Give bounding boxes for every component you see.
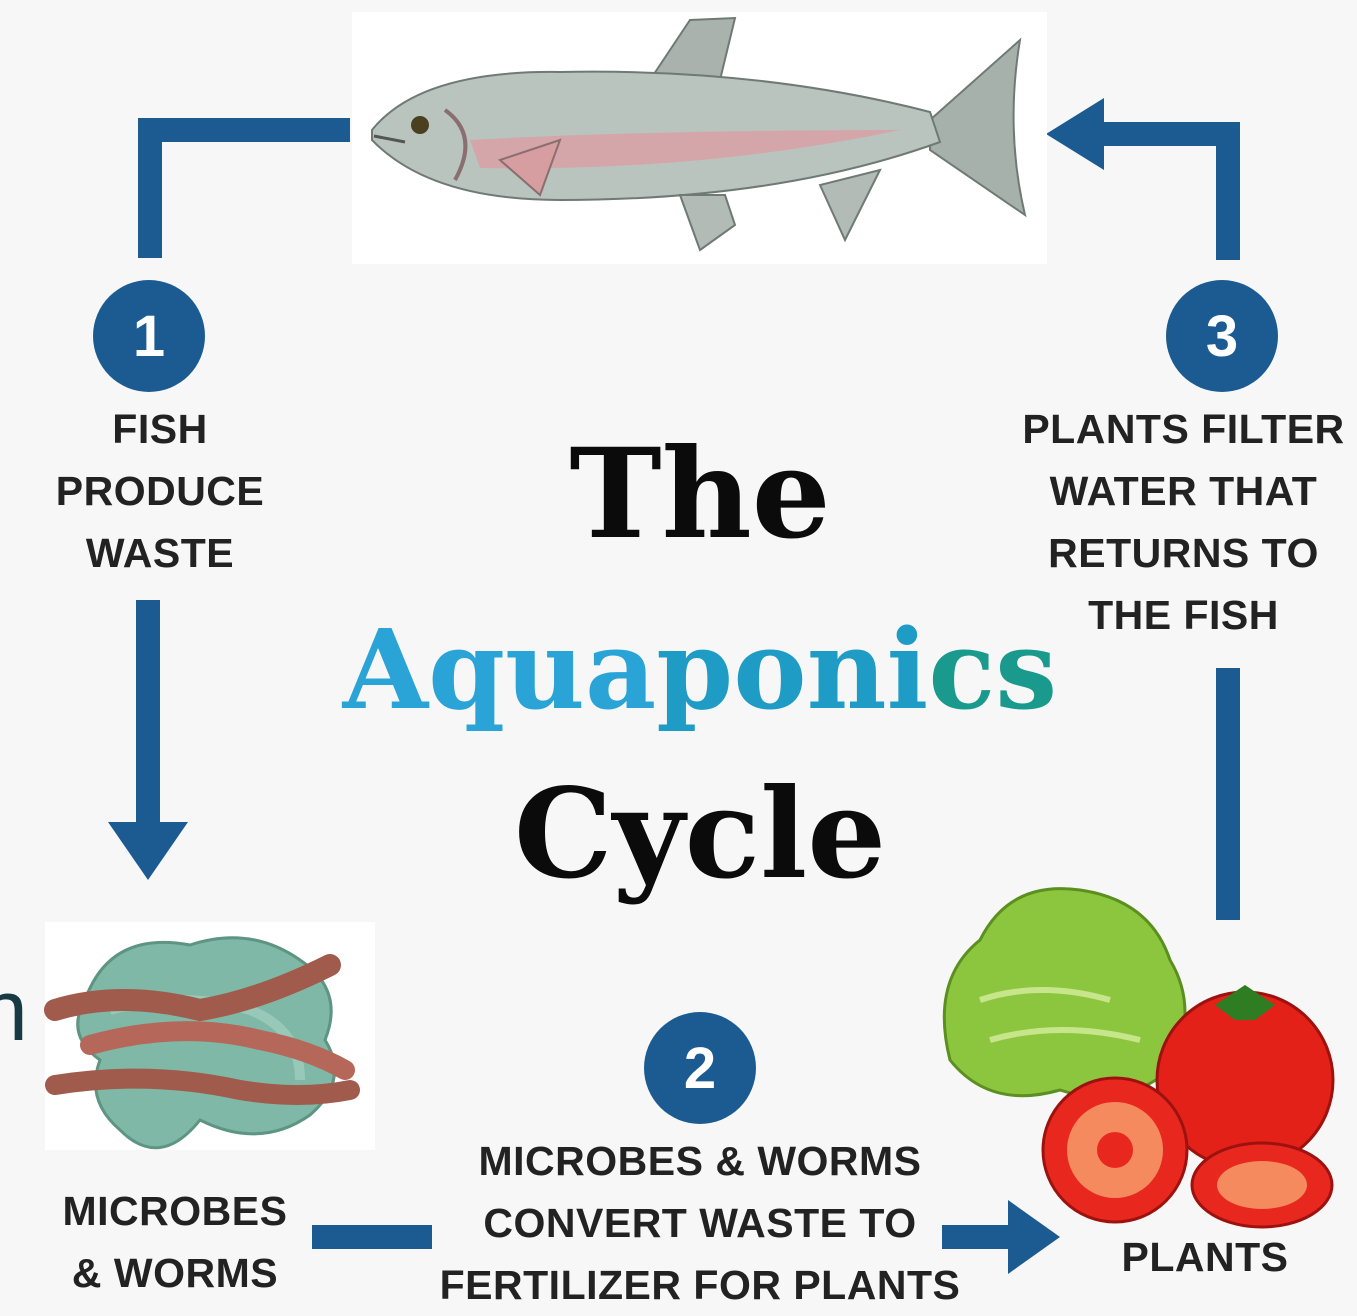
title-aquaponics-part2: poni xyxy=(656,605,928,734)
step1-line: PRODUCE xyxy=(20,460,300,522)
microbes-line: & WORMS xyxy=(25,1242,325,1304)
microbes-line: MICROBES xyxy=(25,1180,325,1242)
title-aquaponics-part1: Aqua xyxy=(343,605,657,734)
title-the: The xyxy=(300,420,1100,570)
title-aquaponics: Aquaponics xyxy=(300,600,1100,740)
title-cycle: Cycle xyxy=(300,760,1100,910)
step-badge-1: 1 xyxy=(93,280,205,392)
step1-label: FISH PRODUCE WASTE xyxy=(20,398,300,584)
cropped-edge-glyph: n xyxy=(0,962,28,1061)
step1-line: WASTE xyxy=(20,522,300,584)
step2-label: MICROBES & WORMS CONVERT WASTE TO FERTIL… xyxy=(400,1130,1000,1316)
step2-line: FERTILIZER FOR PLANTS xyxy=(400,1254,1000,1316)
step-badge-2: 2 xyxy=(644,1012,756,1124)
step2-line: CONVERT WASTE TO xyxy=(400,1192,1000,1254)
plants-label: PLANTS xyxy=(1090,1226,1320,1288)
microbes-label: MICROBES & WORMS xyxy=(25,1180,325,1304)
step-badge-3: 3 xyxy=(1166,280,1278,392)
step1-line: FISH xyxy=(20,398,300,460)
title-aquaponics-part3: cs xyxy=(928,605,1057,734)
step2-line: MICROBES & WORMS xyxy=(400,1130,1000,1192)
